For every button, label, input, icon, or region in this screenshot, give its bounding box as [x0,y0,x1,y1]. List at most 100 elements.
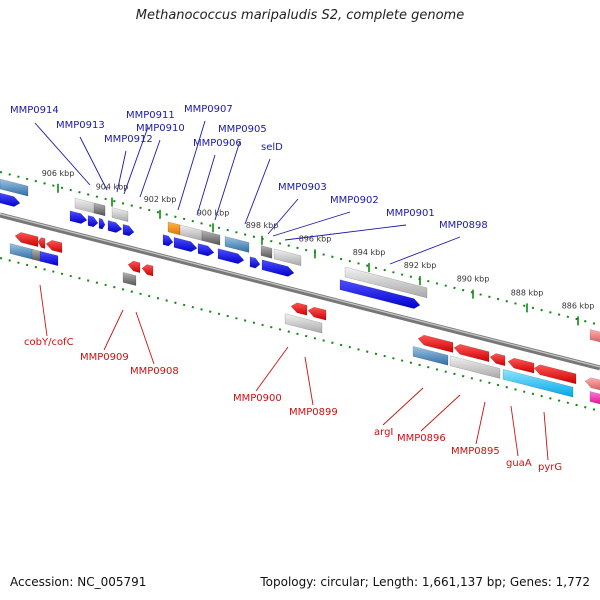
tick-label: 904 kbp [96,183,129,192]
gene-label-bottom: pyrG [538,462,562,473]
cds-arrow [69,210,88,224]
cds-arrow [307,306,327,321]
genome-backbone [0,212,600,371]
cds-arrow [127,260,141,274]
leader-line [420,394,461,432]
leader-line [284,224,407,241]
tick-label: 886 kbp [562,301,595,310]
leader-line [382,387,424,426]
gene-block [9,243,35,260]
gene-label-bottom: MMP0896 [397,433,446,444]
tick-label: 888 kbp [511,288,544,297]
accession-text: Accession: NC_005791 [10,575,147,589]
leader-line [214,140,241,221]
gene-label-top: MMP0912 [104,134,153,145]
gene-label-top: MMP0901 [386,208,435,219]
gene-label-top: MMP0906 [193,138,242,149]
leader-line [510,405,519,457]
leader-line [255,346,289,392]
tick-label: 900 kbp [197,208,230,217]
gene-block [449,355,501,379]
gene-block [122,272,137,287]
gene-block [273,248,302,267]
gene-block [39,250,59,267]
tick-label: 896 kbp [299,234,332,243]
cds-arrow [98,217,106,230]
gene-block [502,368,574,398]
ruler-bottom [0,257,600,412]
cds-arrow [37,237,46,249]
gene-label-top: selD [261,142,283,153]
leader-line [79,136,108,191]
cds-arrow [162,234,174,247]
leader-line [103,309,124,351]
gene-label-top: MMP0914 [10,105,59,116]
leader-line [177,120,206,211]
leader-line [304,356,314,406]
gene-block [201,230,221,246]
tick-label: 898 kbp [246,221,279,230]
gene-label-top: MMP0911 [126,110,175,121]
genome-backbone-highlight [0,213,600,368]
cds-arrow [507,357,535,374]
gene-label-bottom: guaA [506,458,532,469]
leader-line [389,236,461,265]
cds-arrow [217,248,245,264]
gene-block [589,329,600,343]
gene-label-top: MMP0907 [184,104,233,115]
leader-line [139,139,161,198]
gene-block [111,207,129,222]
gene-labels: MMP0914MMP0913MMP0912MMP0911MMP0910MMP09… [10,104,562,473]
label-leaders [34,120,549,461]
cds-arrow [122,224,135,237]
cds-arrow [453,344,490,363]
cds-arrow [45,239,63,254]
tick-label: 894 kbp [353,248,386,257]
gene-block [344,266,428,299]
gene-label-top: MMP0898 [439,220,488,231]
leader-line [196,154,216,216]
gene-block [224,236,250,253]
cds-arrow [489,353,506,367]
cds-arrow [141,264,154,277]
genome-title: Methanococcus maripaludis S2, complete g… [135,8,465,23]
topology-text: Topology: circular; Length: 1,661,137 bp… [260,575,590,589]
leader-line [39,284,48,337]
leader-line [123,126,149,195]
cds-arrow [417,334,454,353]
gene-label-bottom: MMP0900 [233,393,282,404]
gene-features [0,178,600,405]
cds-arrow [339,279,421,309]
gene-label-bottom: MMP0909 [80,352,129,363]
leader-line [543,411,549,461]
gene-label-top: MMP0905 [218,124,267,135]
cds-arrow [290,302,308,316]
cds-arrow [87,215,99,228]
tick-label: 892 kbp [404,261,437,270]
leader-line [244,158,271,225]
leader-line [116,150,127,193]
gene-block [93,202,106,217]
gene-block [260,245,273,259]
gene-block [0,178,29,197]
ruler-top [0,171,600,326]
cds-arrow [14,232,39,248]
leader-line [34,122,91,186]
cds-arrow [0,192,21,207]
gene-block [412,345,449,366]
leader-line [267,198,299,235]
leader-line [475,401,486,445]
gene-label-bottom: argI [374,427,393,438]
gene-block [179,224,203,241]
gene-block [31,248,42,262]
gene-label-top: MMP0903 [278,182,327,193]
cds-arrow [249,256,261,269]
gene-block [589,391,600,405]
cds-arrow [107,220,123,233]
tick-label: 906 kbp [42,169,75,178]
cds-arrow [197,243,215,257]
gene-label-bottom: cobY/cofC [24,337,74,348]
gene-block [167,221,181,236]
